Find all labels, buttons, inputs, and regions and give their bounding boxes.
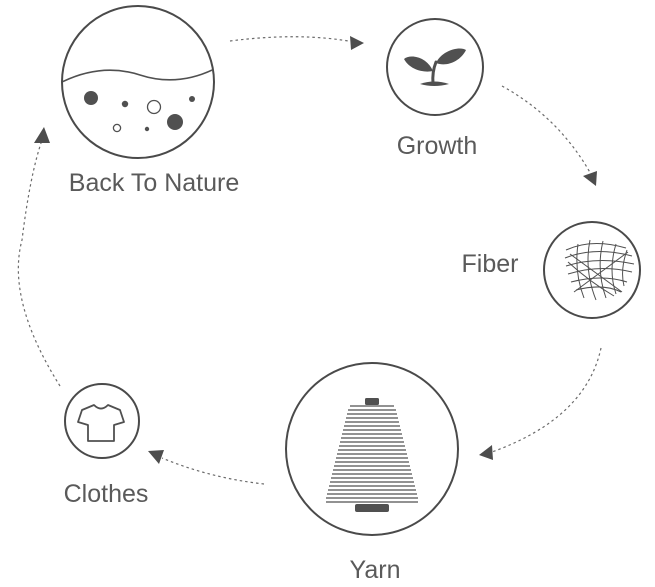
soil-icon xyxy=(63,65,213,133)
arrow-to-nature xyxy=(34,127,50,143)
connector-nature-to-growth xyxy=(229,36,355,43)
arrow-to-clothes xyxy=(148,450,164,464)
node-yarn: Yarn xyxy=(285,362,459,584)
node-label-fiber: Fiber xyxy=(462,250,519,278)
arrow-to-fiber xyxy=(583,171,597,186)
node-fiber: Fiber xyxy=(462,221,641,319)
arrow-to-yarn xyxy=(479,445,493,460)
node-growth: Growth xyxy=(386,18,484,160)
sprout-icon xyxy=(404,48,466,86)
node-clothes: Clothes xyxy=(64,383,149,508)
node-label-growth: Growth xyxy=(397,132,478,160)
connector-yarn-to-clothes xyxy=(161,457,265,485)
node-circle-clothes xyxy=(64,383,140,459)
arrow-to-growth xyxy=(350,36,364,50)
yarn-spool-icon xyxy=(326,398,418,512)
node-circle-yarn xyxy=(285,362,459,536)
connector-growth-to-fiber xyxy=(501,85,593,177)
fiber-mesh-icon xyxy=(564,239,635,301)
node-label-clothes: Clothes xyxy=(64,480,149,508)
tshirt-icon xyxy=(77,404,125,442)
connector-clothes-to-nature xyxy=(17,139,61,387)
node-label-yarn: Yarn xyxy=(350,556,401,584)
connectors xyxy=(17,36,602,485)
connector-fiber-to-yarn xyxy=(491,347,602,453)
node-back-to-nature: Back To Nature xyxy=(61,5,239,197)
node-label-back-to-nature: Back To Nature xyxy=(69,169,239,197)
node-circle-back-to-nature xyxy=(61,5,215,159)
